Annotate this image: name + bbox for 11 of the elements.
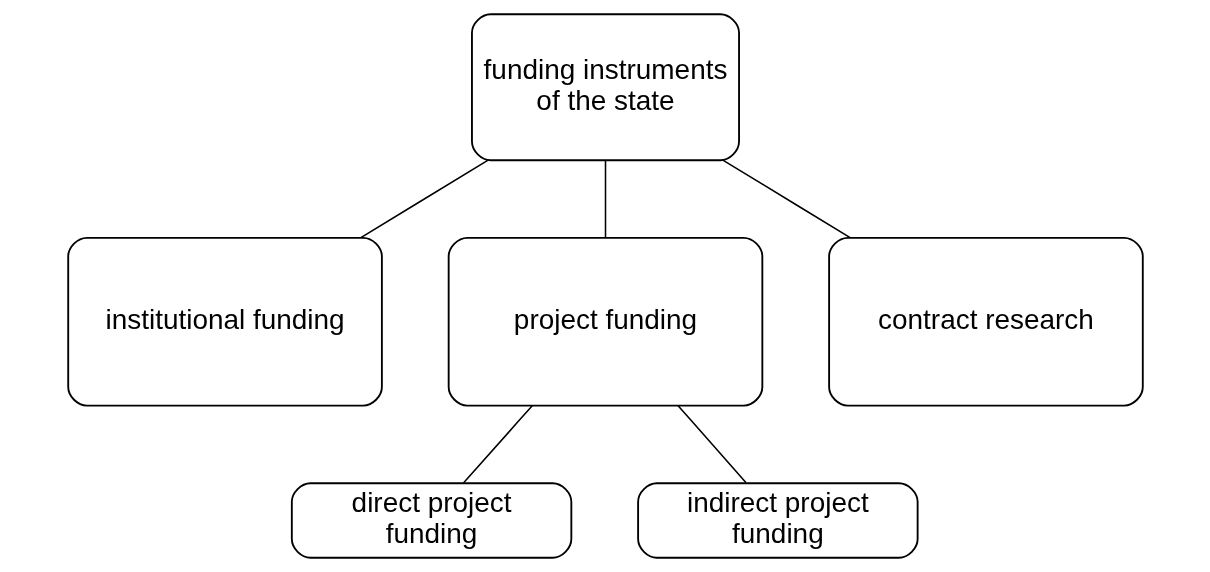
connector — [604, 159, 606, 239]
connector — [722, 159, 851, 239]
connector — [462, 404, 533, 484]
connector — [359, 159, 488, 239]
node-box: project funding — [447, 236, 763, 407]
connector — [676, 404, 747, 484]
node-box: institutional funding — [66, 236, 383, 407]
node-box: indirect project funding — [636, 482, 919, 559]
node-box: contract research — [827, 236, 1144, 407]
node-box: direct project funding — [290, 482, 572, 559]
node-box: funding instruments of the state — [470, 13, 740, 162]
